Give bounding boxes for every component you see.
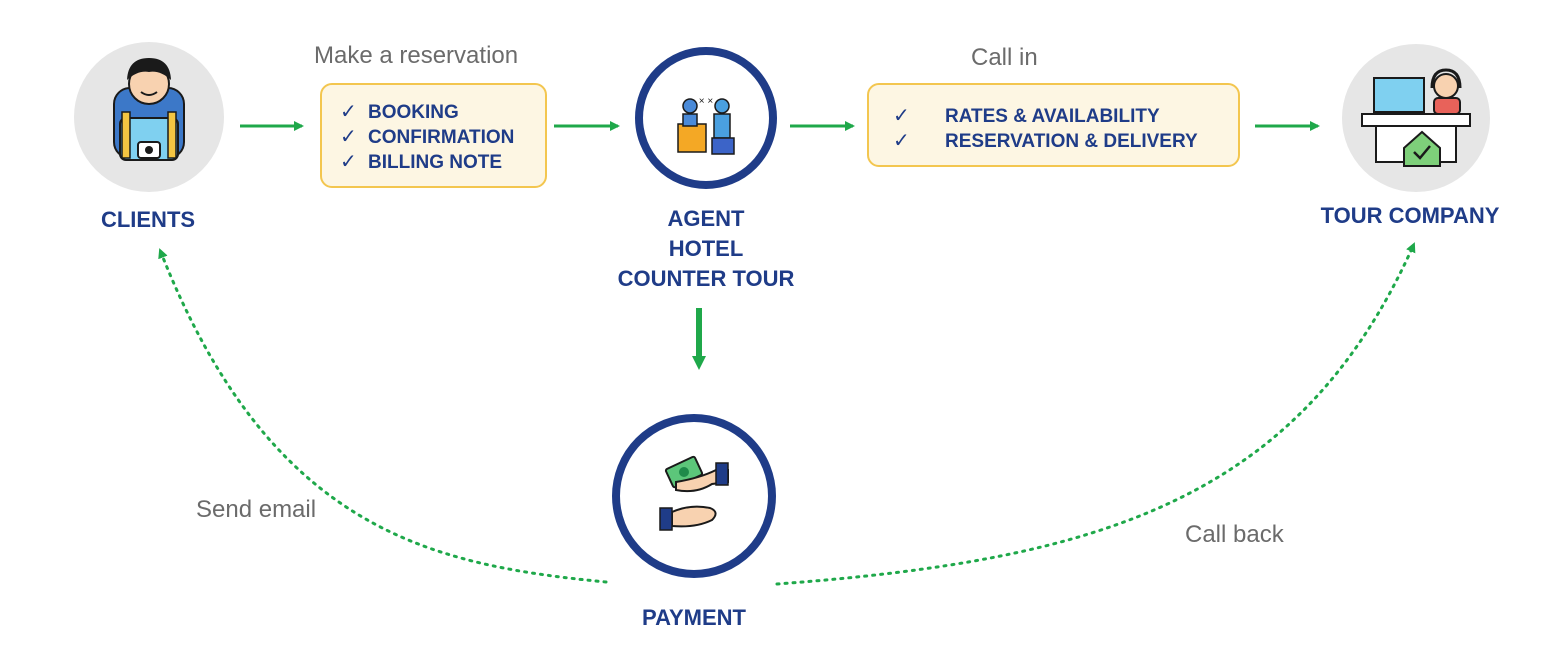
tour-company-title: TOUR COMPANY (1320, 203, 1500, 228)
reception-desk-icon (1342, 44, 1490, 192)
reservation-item: ✓CONFIRMATION (340, 126, 515, 148)
money-handshake-icon (612, 414, 776, 578)
agent-title-line: AGENT (667, 206, 745, 231)
check-icon: ✓ (893, 130, 910, 152)
check-icon: ✓ (893, 105, 910, 127)
agent-title: AGENT HOTEL COUNTER TOUR (586, 204, 826, 294)
clients-icon (74, 42, 224, 192)
agent-title-line: HOTEL (668, 236, 744, 261)
dotted-arrow-call-back (775, 242, 1416, 586)
check-icon: ✓ (340, 101, 357, 123)
call-in-box: ✓RATES & AVAILABILITY ✓RESERVATION & DEL… (867, 83, 1240, 167)
call-in-item: ✓RATES & AVAILABILITY (893, 105, 1160, 127)
label-make-reservation: Make a reservation (314, 42, 519, 69)
label-call-in: Call in (971, 44, 1038, 71)
call-in-item: ✓RESERVATION & DELIVERY (893, 130, 1198, 152)
dotted-arrow-send-email (158, 248, 608, 584)
svg-text:× ×: × × (699, 96, 714, 107)
reservation-item: ✓BOOKING (340, 101, 459, 123)
agent-title-line: COUNTER TOUR (617, 266, 795, 291)
reservation-item: ✓BILLING NOTE (340, 151, 503, 173)
reservation-box: ✓BOOKING ✓CONFIRMATION ✓BILLING NOTE (320, 83, 547, 188)
check-icon: ✓ (340, 151, 357, 173)
label-call-back: Call back (1185, 521, 1284, 548)
label-send-email: Send email (196, 496, 317, 523)
payment-title: PAYMENT (642, 605, 746, 630)
clients-title: CLIENTS (100, 207, 196, 232)
agent-counter-icon: × × (635, 47, 777, 189)
check-icon: ✓ (340, 126, 357, 148)
